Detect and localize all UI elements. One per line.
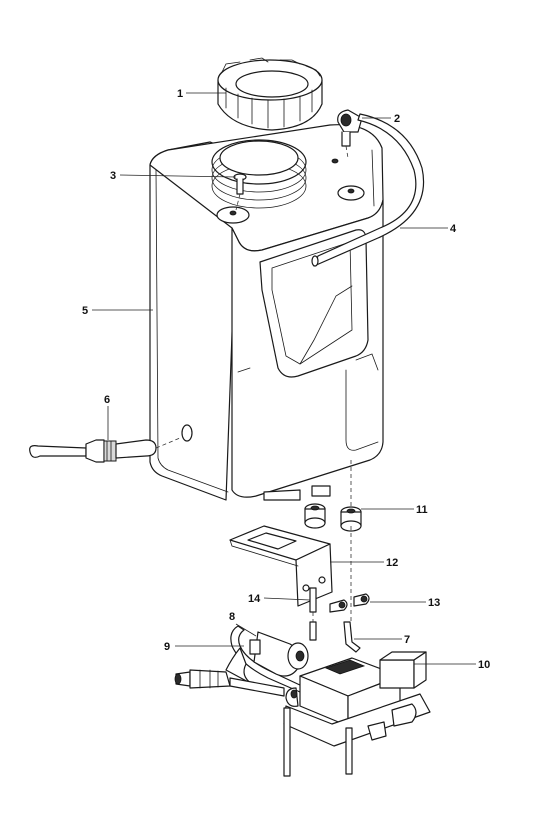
leader-lines (92, 92, 476, 665)
connector-tubes (309, 526, 361, 653)
callout-14: 14 (248, 593, 261, 605)
temperature-sensor (174, 669, 285, 697)
breather-hose (311, 113, 425, 267)
pump (249, 631, 309, 677)
tank-cap (217, 57, 323, 131)
callout-11: 11 (416, 504, 428, 516)
callout-9: 9 (164, 641, 170, 653)
callout-labels: 1 2 3 4 5 6 7 8 9 10 11 12 13 14 (82, 88, 490, 671)
elbow-fitting (337, 109, 363, 159)
callout-2: 2 (394, 113, 400, 125)
valve-block (283, 651, 431, 747)
bracket-bolts (329, 593, 370, 613)
callout-13: 13 (428, 597, 440, 609)
screw (233, 173, 247, 211)
callout-5: 5 (82, 305, 88, 317)
callout-6: 6 (104, 394, 110, 406)
callout-1: 1 (177, 88, 183, 100)
mounting-bracket (229, 525, 333, 607)
callout-8: 8 (229, 611, 235, 623)
level-sensor (29, 437, 181, 463)
fluid-tank (149, 124, 384, 501)
callout-4: 4 (450, 223, 457, 235)
callout-12: 12 (386, 557, 398, 569)
outlet-pipes (283, 707, 353, 777)
tank-fitting-left (304, 503, 326, 529)
callout-3: 3 (110, 170, 116, 182)
callout-7: 7 (404, 634, 410, 646)
callout-10: 10 (478, 659, 490, 671)
